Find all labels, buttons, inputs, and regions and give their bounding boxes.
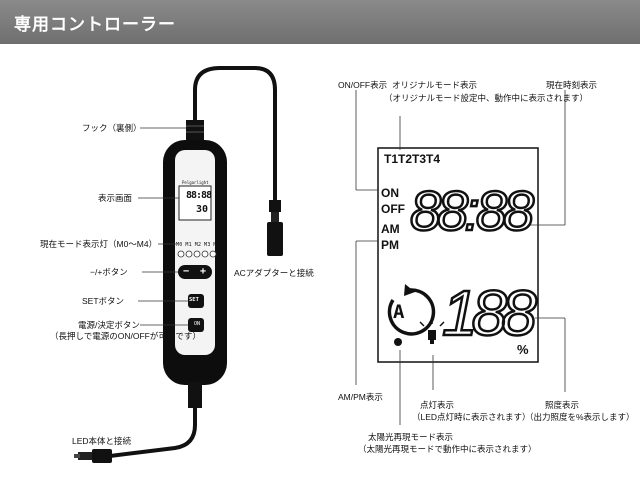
label-power-2: （長押しで電源のON/OFFが可能です） (50, 331, 201, 341)
lcd-time-digits: 88:88 (409, 178, 536, 244)
lcd-percent-digits: 188 (441, 276, 538, 351)
label-on-off: ON/OFF表示 (338, 80, 388, 90)
minus-button[interactable]: − (183, 266, 190, 277)
label-original-mode-2: （オリジナルモード設定中、動作中に表示されます） (384, 93, 589, 103)
label-led-connect: LED本体と接続 (72, 436, 132, 446)
controller-brand: Pelgarlight (182, 180, 209, 185)
label-set-button: SETボタン (82, 296, 125, 306)
label-hook: フック（裏側） (82, 123, 142, 133)
label-current-time: 現在時刻表示 (546, 80, 598, 90)
plus-button[interactable]: + (200, 266, 207, 277)
lcd-off: OFF (381, 202, 405, 216)
header-bar: 専用コントローラー (0, 0, 640, 44)
power-button[interactable]: ON (194, 321, 201, 327)
mode-lamp-labels: M0 M1 M2 M3 M4 (176, 242, 220, 248)
lcd-t-labels: T1T2T3T4 (384, 152, 441, 166)
lcd-on: ON (381, 186, 399, 200)
label-brightness-2: （出力照度を%表示します） (525, 412, 635, 422)
page-title: 専用コントローラー (14, 15, 176, 35)
label-am-pm: AM/PM表示 (338, 392, 383, 402)
mode-lamps (177, 250, 217, 258)
set-button[interactable]: SET (189, 297, 199, 303)
lcd-pm: PM (381, 238, 399, 252)
label-lighting-1: 点灯表示 (420, 400, 455, 410)
label-lighting-2: （LED点灯時に表示されます） (412, 412, 531, 422)
label-original-mode-1: オリジナルモード表示 (392, 80, 478, 90)
label-screen: 表示画面 (98, 193, 133, 203)
lighting-icon (419, 318, 445, 344)
label-plusminus: −/+ボタン (90, 267, 128, 277)
solar-mode-icon: A (393, 301, 405, 323)
label-ac-adapter: ACアダプターと接続 (234, 268, 314, 278)
label-power-1: 電源/決定ボタン (78, 320, 140, 330)
label-solar-2: （太陽光再現モードで動作中に表示されます） (358, 444, 537, 454)
controller-screen-percent: 30 (196, 204, 209, 215)
lcd-am: AM (381, 222, 400, 236)
lcd-percent-sign: % (517, 342, 529, 357)
label-brightness-1: 照度表示 (545, 400, 580, 410)
label-solar-1: 太陽光再現モード表示 (368, 432, 454, 442)
label-mode-lamp: 現在モード表示灯（M0〜M4） (40, 239, 158, 249)
controller-screen-time: 88:88 (186, 190, 212, 201)
